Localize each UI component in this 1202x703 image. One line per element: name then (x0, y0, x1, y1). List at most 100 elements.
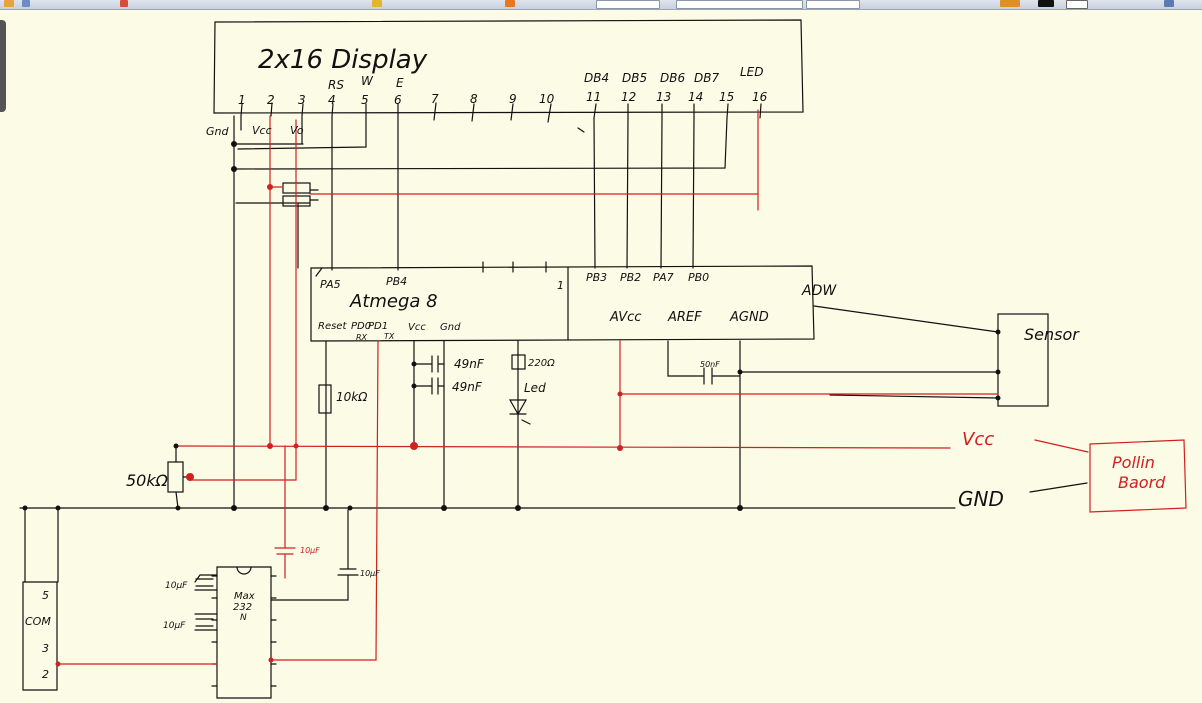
display-pin-number: 12 (621, 90, 636, 104)
com-pin: 3 (42, 642, 49, 655)
side-panel-handle[interactable] (0, 20, 6, 112)
display-pin-number: 15 (719, 90, 734, 104)
display-pin-number: 8 (470, 92, 478, 106)
label-cap-left2: 10µF (163, 621, 186, 631)
wire-aref (667, 340, 741, 377)
display-pin-number: 1 (238, 93, 246, 107)
cut-icon[interactable] (120, 0, 128, 7)
max232-label-1: Max (234, 591, 255, 602)
display-box (213, 19, 804, 114)
label-cap2: 49nF (452, 380, 483, 394)
label-db6: DB6 (660, 71, 685, 85)
atmega-box (310, 265, 815, 342)
label-pb4: PB4 (386, 275, 407, 288)
display-pin-number: 5 (361, 93, 369, 107)
label-rx: RX (356, 333, 368, 342)
label-led: Led (524, 381, 546, 395)
top-toolbar (0, 0, 1202, 10)
display-pin-number: 3 (298, 93, 306, 107)
cap2-symbol (413, 377, 445, 395)
led-symbol (508, 399, 531, 425)
help-icon[interactable] (1164, 0, 1174, 7)
label-reset: Reset (318, 321, 347, 332)
label-cap-red: 10µF (300, 546, 320, 555)
label-pa7: PA7 (653, 271, 674, 284)
label-cap-max: 10µF (360, 569, 380, 578)
label-db4: DB4 (584, 71, 609, 85)
display-pin-number: 13 (656, 90, 671, 104)
com-box (22, 581, 58, 691)
vcc-rail (175, 445, 951, 449)
label-cap-aref: 50nF (700, 360, 720, 369)
sensor-label: Sensor (1024, 325, 1080, 344)
color-swatch-orange[interactable] (1000, 0, 1020, 7)
display-pin-number: 14 (688, 90, 703, 104)
max232-box (216, 566, 272, 699)
label-atmega-vcc: Vcc (408, 322, 426, 333)
wire-w (237, 116, 367, 150)
label-pin1: 1 (557, 279, 564, 292)
atmega-title: Atmega 8 (349, 291, 438, 312)
display-pin-number: 10 (539, 92, 555, 106)
label-w: W (361, 74, 374, 88)
pen-select[interactable] (676, 0, 803, 9)
wire-db6-pa7 (660, 117, 663, 269)
resistor-led (511, 354, 526, 370)
vcc-rail-label: Vcc (962, 429, 994, 450)
zoom-field[interactable] (596, 0, 660, 9)
sensor-box (997, 313, 1049, 407)
label-pd0: PD0 (351, 321, 371, 332)
wire-db7-pb0 (692, 117, 695, 269)
max232-label-3: N (240, 613, 247, 623)
resistor-reset (318, 384, 332, 414)
com-pin: 2 (42, 668, 49, 681)
display-pin-number: 16 (752, 90, 768, 104)
label-db7: DB7 (694, 71, 719, 85)
label-pb0: PB0 (688, 271, 709, 284)
wire-pin15 (235, 117, 728, 170)
cap-left1 (194, 574, 218, 591)
label-gnd: Gnd (206, 125, 229, 138)
label-avcc: AVcc (609, 310, 641, 325)
label-vo: Vo (290, 124, 304, 137)
label-pb2: PB2 (620, 271, 641, 284)
label-pa5: PA5 (320, 278, 341, 291)
wire-db5-pb2 (626, 117, 629, 269)
wire-vo (190, 119, 297, 481)
folder-icon[interactable] (505, 0, 515, 7)
max232-label-2: 232 (233, 602, 252, 613)
wire-tx (270, 340, 379, 661)
label-atmega-gnd: Gnd (440, 322, 461, 333)
label-vcc: Vcc (252, 124, 272, 137)
home-icon[interactable] (4, 0, 14, 7)
label-db5: DB5 (622, 71, 647, 85)
label-r-reset: 10kΩ (336, 390, 368, 404)
label-agnd: AGND (729, 310, 769, 325)
star-icon[interactable] (372, 0, 382, 7)
display-pin-number: 11 (586, 90, 601, 104)
color-swatch-white[interactable] (1066, 0, 1088, 9)
display-pin-number: 4 (328, 93, 336, 107)
undo-icon[interactable] (22, 0, 30, 7)
display-pin-number: 7 (431, 92, 439, 106)
wire-db4-pb3 (593, 117, 596, 269)
label-tx: TX (384, 332, 395, 341)
color-swatch-black[interactable] (1038, 0, 1054, 7)
gnd-rail-label: GND (958, 487, 1004, 511)
pollin-box (1089, 439, 1187, 513)
size-select[interactable] (806, 0, 860, 9)
label-cap-left1: 10µF (165, 581, 188, 591)
label-rs: RS (328, 78, 344, 92)
potentiometer (167, 461, 184, 493)
label-pb3: PB3 (586, 271, 607, 284)
label-pot: 50kΩ (126, 471, 169, 490)
label-adw: ADW (801, 283, 837, 299)
display-pin-stubs (240, 102, 762, 123)
wire-backlight (235, 202, 311, 269)
label-e: E (396, 76, 404, 90)
cap-left2 (194, 613, 218, 631)
label-cap1: 49nF (454, 357, 485, 371)
pollin-label-line2: Baord (1118, 473, 1166, 492)
com-pin: 5 (42, 589, 49, 602)
